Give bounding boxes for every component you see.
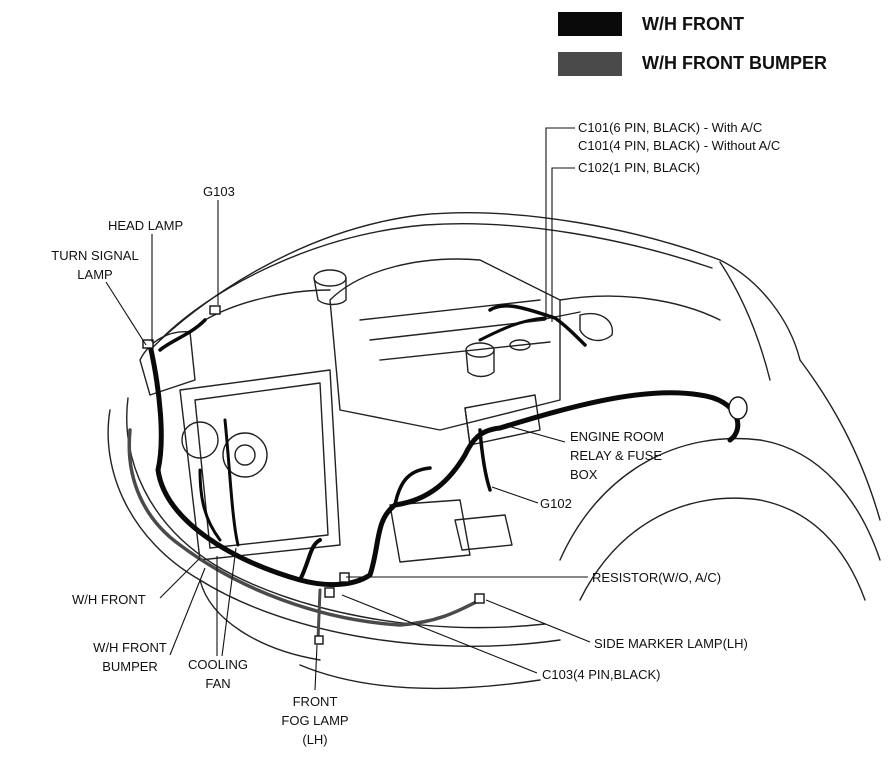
label-c101-with-ac: C101(6 PIN, BLACK) - With A/C bbox=[578, 120, 763, 135]
label-c103: C103(4 PIN,BLACK) bbox=[542, 667, 661, 682]
legend-label-wh-front: W/H FRONT bbox=[642, 14, 744, 34]
label-head-lamp: HEAD LAMP bbox=[108, 218, 184, 233]
legend-label-wh-front-bumper: W/H FRONT BUMPER bbox=[642, 53, 827, 73]
label-turn-signal-lamp: TURN SIGNAL LAMP bbox=[40, 246, 150, 284]
label-g103: G103 bbox=[203, 184, 235, 199]
label-cooling-fan-line1: COOLING bbox=[188, 657, 248, 672]
label-engine-room-box-line2: RELAY & FUSE bbox=[570, 448, 662, 463]
label-side-marker-lamp: SIDE MARKER LAMP(LH) bbox=[594, 636, 748, 651]
label-wh-front-bumper: W/H FRONT BUMPER bbox=[80, 638, 180, 676]
label-c101-without-ac: C101(4 PIN, BLACK) - Without A/C bbox=[578, 138, 781, 153]
label-turn-signal-lamp-line2: LAMP bbox=[77, 267, 113, 282]
label-cooling-fan-line2: FAN bbox=[205, 676, 231, 691]
label-resistor: RESISTOR(W/O, A/C) bbox=[592, 570, 722, 585]
label-wh-front-bumper-line2: BUMPER bbox=[102, 659, 158, 674]
label-g102: G102 bbox=[540, 496, 572, 511]
label-front-fog-lamp-line2: FOG LAMP bbox=[281, 713, 349, 728]
label-engine-room-box-line3: BOX bbox=[570, 467, 598, 482]
label-front-fog-lamp-line3: (LH) bbox=[302, 732, 328, 747]
label-engine-room-box-line1: ENGINE ROOM bbox=[570, 429, 664, 444]
label-front-fog-lamp-line1: FRONT bbox=[292, 694, 338, 709]
legend-swatch-wh-front bbox=[558, 12, 622, 36]
label-c102: C102(1 PIN, BLACK) bbox=[578, 160, 701, 175]
label-wh-front-bumper-line1: W/H FRONT bbox=[93, 640, 167, 655]
label-front-fog-lamp: FRONT FOG LAMP (LH) bbox=[265, 692, 365, 749]
label-cooling-fan: COOLING FAN bbox=[176, 655, 260, 693]
label-turn-signal-lamp-line1: TURN SIGNAL bbox=[51, 248, 139, 263]
label-wh-front: W/H FRONT bbox=[72, 592, 146, 607]
legend-swatch-wh-front-bumper bbox=[558, 52, 622, 76]
label-engine-room-box: ENGINE ROOM RELAY & FUSE BOX bbox=[570, 427, 664, 484]
